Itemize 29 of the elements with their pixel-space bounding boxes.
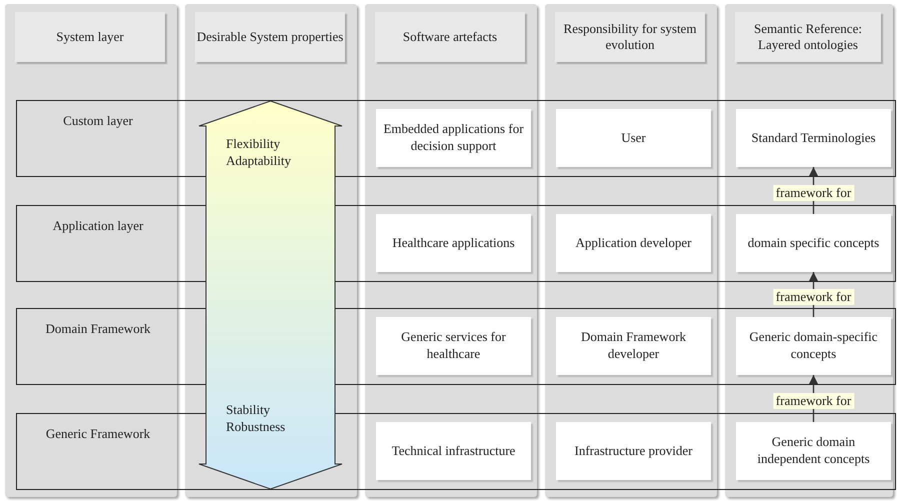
layer-cell: Generic domain independent concepts (736, 422, 891, 480)
layer-cell: Generic services for healthcare (376, 317, 531, 375)
layer-cell: Healthcare applications (376, 214, 531, 272)
layer-cell: Generic domain-specific concepts (736, 317, 891, 375)
layer-label: Generic Framework (44, 426, 152, 442)
layer-cell: domain specific concepts (736, 214, 891, 272)
property-label: Stability Robustness (226, 402, 286, 436)
layer-cell: Application developer (556, 214, 711, 272)
layer-band (16, 205, 896, 282)
property-label: Flexibility Adaptability (226, 136, 292, 170)
edge-label: framework for (772, 392, 854, 408)
column-header: Desirable System properties (195, 12, 345, 62)
layer-cell: Infrastructure provider (556, 422, 711, 480)
layer-cell: Domain Framework developer (556, 317, 711, 375)
edge-label: framework for (772, 288, 854, 304)
layer-label: Domain Framework (44, 321, 152, 337)
column-header: System layer (15, 12, 165, 62)
column-header: Semantic Reference: Layered ontologies (735, 12, 881, 62)
layer-cell: Standard Terminologies (736, 109, 891, 167)
column-header: Responsibility for system evolution (555, 12, 705, 62)
layer-label: Application layer (52, 218, 144, 234)
layer-cell: Embedded applications for decision support (376, 109, 531, 167)
layer-cell: Technical infrastructure (376, 422, 531, 480)
column-header: Software artefacts (375, 12, 525, 62)
layer-band (16, 100, 896, 177)
edge-label: framework for (772, 184, 854, 200)
layer-label: Custom layer (62, 113, 134, 129)
layer-cell: User (556, 109, 711, 167)
layer-band (16, 308, 896, 385)
